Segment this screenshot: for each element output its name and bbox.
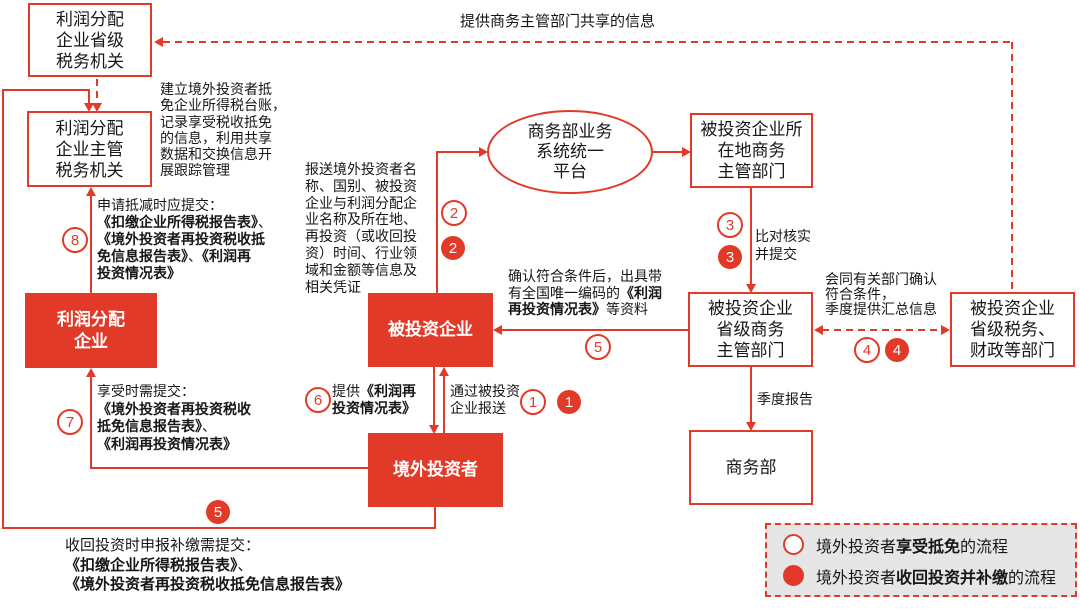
connector-step5-horizontal: [500, 329, 688, 332]
badge-white-4: 4: [854, 337, 880, 363]
node-label: 利润分配 企业主管 税务机关: [55, 118, 124, 180]
badge-white-2: 2: [441, 200, 467, 226]
node-label: 利润分配 企业省级 税务机关: [56, 9, 124, 71]
connector-red5-into-tax-office: [88, 90, 91, 105]
node-label: 境外投资者: [393, 460, 478, 479]
node-label: 被投资企业 省级税务、 财政等部门: [970, 299, 1055, 360]
white-circle-icon: [783, 534, 804, 555]
badge-white-7: 7: [57, 409, 83, 435]
badge-white-6: 6: [305, 387, 331, 413]
annotation-joint-confirm: 会同有关部门确认 符合条件， 季度提供汇总信息: [825, 271, 937, 317]
badge-red-2: 2: [441, 236, 465, 260]
red-circle-icon: [783, 565, 804, 586]
connector-step2-vertical: [436, 152, 439, 293]
annotation-share-info: 提供商务主管部门共享的信息: [460, 13, 656, 30]
arrowhead-into-mofcom: [746, 422, 756, 431]
node-label: 被投资企业: [388, 320, 473, 339]
node-profit-dist-enterprise: 利润分配 企业: [25, 293, 157, 368]
arrowhead-step8-up: [86, 187, 96, 196]
annotation-verify-submit: 比对核实 并提交: [755, 228, 811, 262]
legend-item-credit-flow: 境外投资者享受抵免的流程: [783, 533, 1075, 557]
node-label: 利润分配 企业: [57, 309, 125, 351]
node-label: 被投资企业 省级商务 主管部门: [708, 299, 793, 360]
node-mofcom: 商务部: [689, 430, 813, 505]
connector-provincial-to-incharge-dashed: [96, 79, 99, 105]
arrowhead-step4-left: [814, 325, 823, 335]
connector-quarterly-vertical: [750, 367, 753, 424]
badge-white-8: 8: [62, 227, 88, 253]
connector-invested-to-investor: [433, 367, 436, 427]
connector-step4-dashed: [822, 329, 942, 332]
annotation-quarterly-report: 季度报告: [757, 391, 813, 407]
node-label: 商务部: [725, 458, 777, 477]
node-profit-dist-incharge-tax: 利润分配 企业主管 税务机关: [27, 111, 152, 187]
connector-platform-to-local-commerce: [653, 151, 684, 154]
arrowhead-into-local-commerce: [682, 147, 691, 157]
connector-red5-left-vertical: [2, 90, 5, 528]
arrowhead-step2-into-platform: [479, 147, 488, 157]
connector-step3-vertical: [750, 188, 753, 286]
badge-white-5: 5: [585, 334, 611, 360]
annotation-establish-ledger: 建立境外投资者抵 免企业所得税台账， 记录享受税收抵免 的信息，利用共享 数据和…: [160, 81, 286, 179]
node-local-commerce-dept: 被投资企业所 在地商务 主管部门: [690, 113, 813, 188]
connector-share-info-vertical: [1011, 42, 1014, 292]
badge-white-3: 3: [717, 212, 743, 238]
arrowhead-red5-into-tax-office: [84, 103, 94, 112]
node-provincial-tax-finance-dept: 被投资企业 省级税务、 财政等部门: [950, 292, 1075, 367]
connector-step8-vertical: [90, 194, 93, 293]
node-label: 商务部业务 系统统一 平台: [527, 122, 613, 181]
annotation-confirm-issue: 确认符合条件后，出具带 有全国唯一编码的《利润 再投资情况表》等资料: [508, 268, 662, 317]
annotation-step7-submit: 享受时需提交： 《境外投资者再投资税收 抵免信息报告表》、 《利润再投资情况表》: [97, 383, 251, 452]
connector-investor-to-invested: [443, 374, 446, 433]
badge-white-1: 1: [520, 389, 546, 415]
annotation-step1-via: 通过被投资 企业报送: [450, 383, 520, 416]
node-provincial-commerce-dept: 被投资企业 省级商务 主管部门: [688, 292, 813, 367]
badge-red-3: 3: [718, 245, 742, 269]
connector-step7-horizontal: [91, 467, 368, 470]
annotation-step5-recover: 收回投资时申报补缴需提交： 《扣缴企业所得税报告表》、 《境外投资者再投资税收抵…: [65, 537, 351, 593]
arrowhead-share-info-left: [154, 37, 163, 47]
connector-red5-bottom-horizontal: [2, 527, 436, 530]
legend-label: 境外投资者享受抵免的流程: [816, 538, 1009, 556]
arrowhead-step5-into-invested: [493, 325, 502, 335]
arrowhead-step7-up: [86, 368, 96, 377]
connector-share-info-horizontal: [163, 41, 1013, 44]
node-label: 被投资企业所 在地商务 主管部门: [700, 120, 803, 181]
annotation-report-info: 报送境外投资者名 称、国别、被投资 企业与利润分配企 业名称及所在地、 再投资（…: [305, 161, 417, 295]
annotation-step6-provide: 提供《利润再 投资情况表》: [332, 383, 416, 416]
arrowhead-provincial-to-incharge: [92, 103, 102, 112]
badge-red-1: 1: [557, 390, 581, 414]
badge-red-4: 4: [885, 338, 909, 362]
arrowhead-into-investor: [429, 425, 439, 434]
node-profit-dist-provincial-tax: 利润分配 企业省级 税务机关: [28, 3, 152, 77]
connector-red5-top-horizontal: [2, 89, 90, 92]
badge-red-5: 5: [206, 500, 230, 524]
legend-item-recover-flow: 境外投资者收回投资并补缴的流程: [783, 564, 1075, 588]
node-foreign-investor: 境外投资者: [368, 433, 503, 507]
annotation-step8-submit: 申请抵减时应提交： 《扣缴企业所得税报告表》、 《境外投资者再投资税收抵 免信息…: [97, 197, 272, 281]
connector-red5-from-investor: [434, 507, 437, 529]
node-mofcom-platform: 商务部业务 系统统一 平台: [487, 110, 653, 194]
arrowhead-step3-down: [746, 284, 756, 293]
legend-label: 境外投资者收回投资并补缴的流程: [816, 569, 1057, 587]
connector-step7-vertical: [90, 375, 93, 469]
arrowhead-into-invested: [439, 367, 449, 376]
arrowhead-step4-right: [941, 325, 950, 335]
legend: 境外投资者享受抵免的流程 境外投资者收回投资并补缴的流程: [765, 523, 1077, 597]
connector-step2-horizontal: [436, 151, 481, 154]
node-invested-enterprise: 被投资企业: [368, 293, 493, 367]
